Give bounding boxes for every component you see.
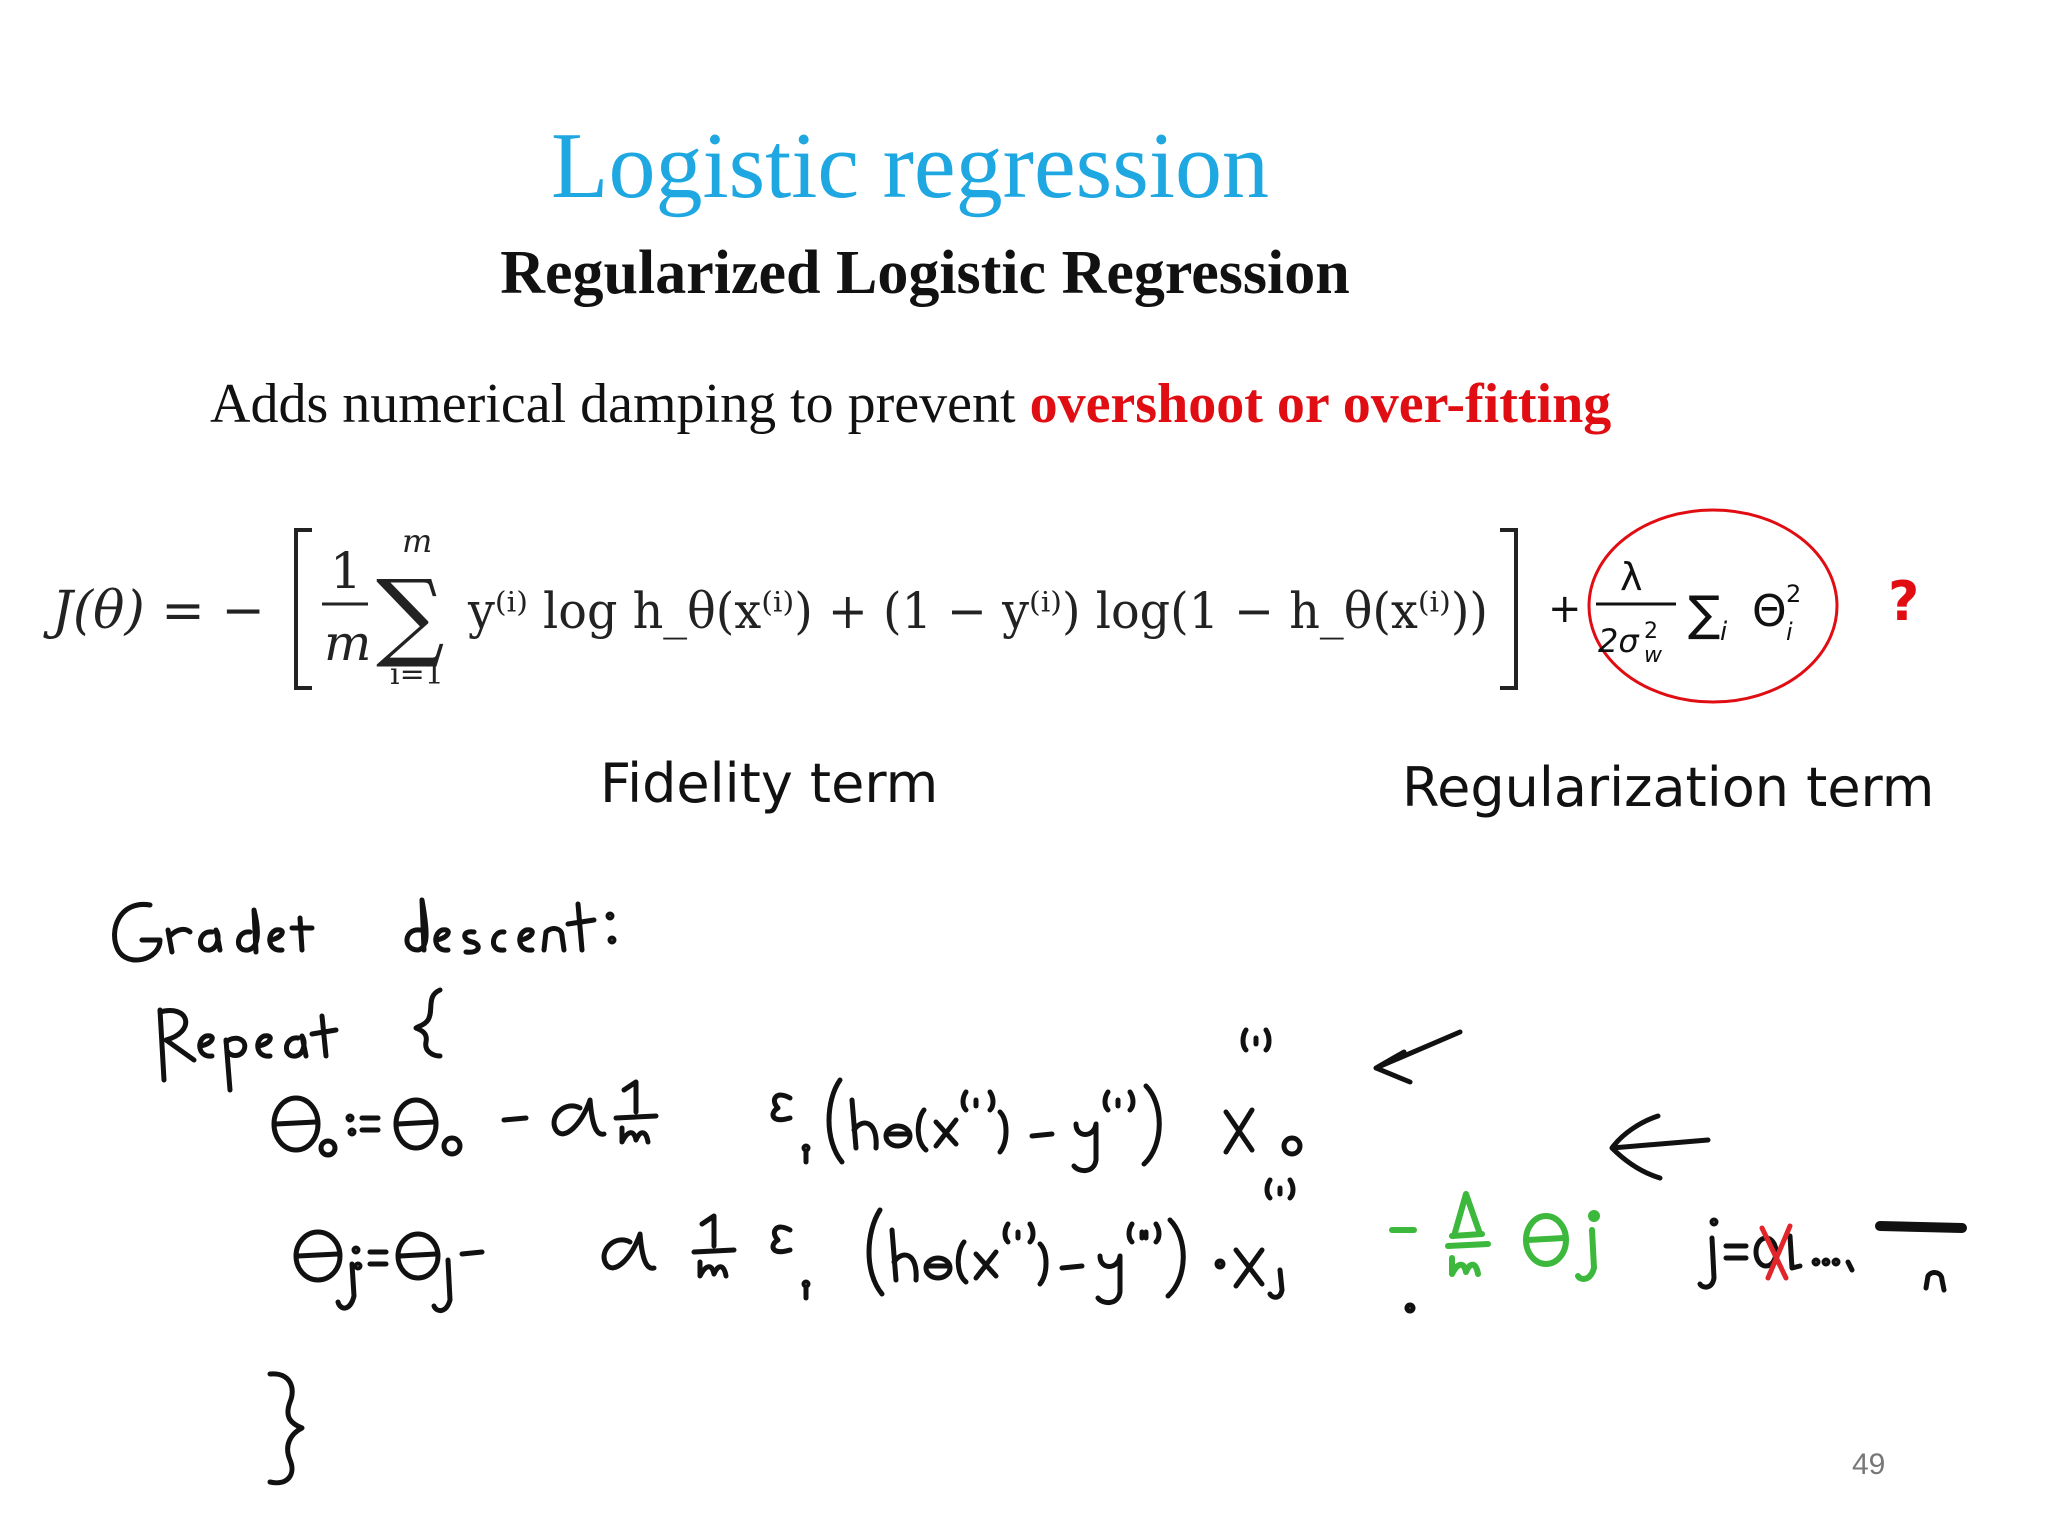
regularization-circle [1587, 508, 1839, 704]
handwritten-line1 [112, 897, 617, 963]
description: Adds numerical damping to prevent oversh… [210, 372, 1611, 436]
handwritten-close-brace [267, 1371, 305, 1486]
reg-theta-sup: 2 [1786, 580, 1801, 608]
reg-sum-sub: i [1720, 617, 1728, 647]
sum-sign: ∑ [376, 559, 445, 671]
right-bracket [1500, 528, 1518, 690]
equation-lhs: J(θ) = − [43, 581, 265, 641]
left-bracket [294, 528, 312, 690]
description-highlight: overshoot or over-fitting [1029, 373, 1612, 435]
handwritten-reg-addition [1389, 1191, 1600, 1282]
equation-body: y⁽ⁱ⁾ log h_θ(x⁽ⁱ⁾) + (1 − y⁽ⁱ⁾) log(1 − … [467, 582, 1488, 640]
question-mark: ? [1888, 570, 1920, 633]
reg-den: 2σ [1598, 622, 1640, 660]
frac-num: 1 [330, 542, 362, 600]
fidelity-term-label: Fidelity term [600, 752, 939, 815]
reg-sum: ∑ [1688, 586, 1720, 642]
handwritten-line3 [271, 1027, 1463, 1173]
reg-theta-sub: i [1786, 618, 1793, 646]
slide-subtitle: Regularized Logistic Regression [500, 239, 1350, 307]
handwritten-strike [1759, 1223, 1793, 1281]
description-text: Adds numerical damping to prevent [210, 373, 1030, 435]
slide-title: Logistic regression [551, 114, 1269, 218]
reg-den-sup: 2 [1644, 619, 1658, 644]
sum-lower: i=1 [390, 657, 444, 692]
sum-upper: m [402, 522, 432, 560]
reg-plus: + [1548, 586, 1582, 632]
frac-den: m [324, 614, 371, 672]
handwritten-line4 [293, 1113, 1711, 1314]
handwritten-line2 [157, 987, 443, 1093]
reg-num: λ [1620, 555, 1643, 599]
page-number: 49 [1852, 1448, 1886, 1481]
reg-theta: Θ [1752, 586, 1787, 637]
handwritten-index-range [1697, 1217, 1967, 1293]
regularization-term-label: Regularization term [1402, 756, 1935, 819]
reg-den-sub: w [1644, 643, 1663, 668]
